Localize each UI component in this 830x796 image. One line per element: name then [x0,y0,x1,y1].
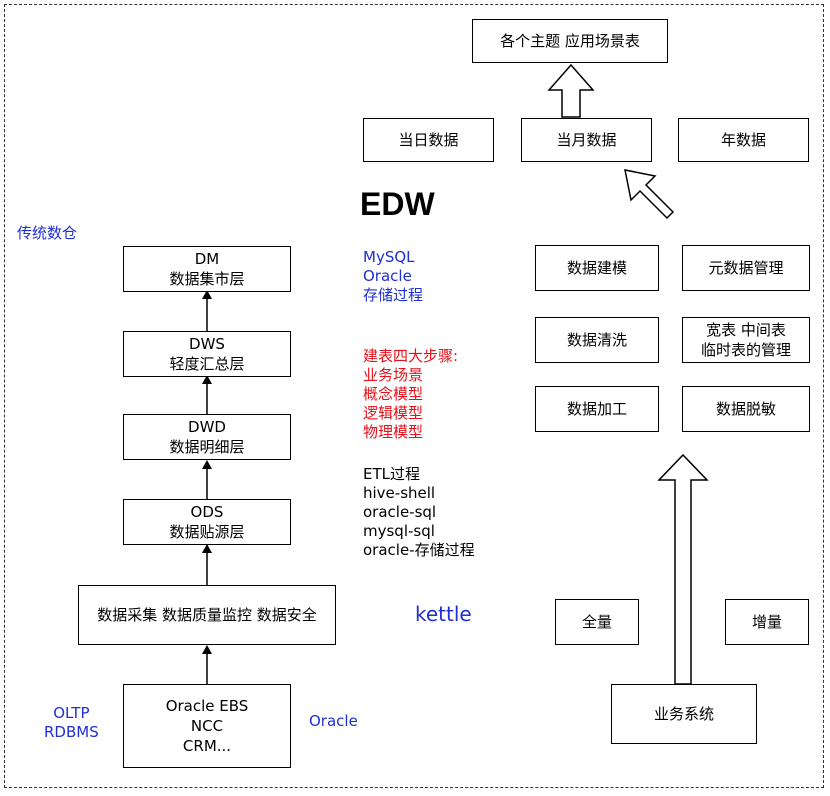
table-mgmt-label: 宽表 中间表 临时表的管理 [700,321,791,359]
layer-dwd-abbr: DWD [188,418,226,436]
edw-title: EDW [360,186,435,222]
business-system-box: 业务系统 [611,684,757,744]
arrow-ods-to-dwd [202,460,212,499]
step-physical-model: 物理模型 [363,423,424,441]
etl-list: ETL过程 hive-shell oracle-sql mysql-sql or… [363,465,475,560]
data-collection-label: 数据采集 数据质量监控 数据安全 [97,606,317,624]
etl-hive-shell: hive-shell [363,484,436,502]
data-modeling-box: 数据建模 [535,245,659,291]
monthly-data-label: 当月数据 [556,131,617,149]
yearly-data-box: 年数据 [678,118,809,162]
db-list: MySQL Oracle 存储过程 [363,248,423,305]
full-load-box: 全量 [555,599,639,645]
db-mysql: MySQL [363,248,415,266]
layer-ods-abbr: ODS [190,503,224,521]
block-arrow-tall [657,453,709,685]
source-systems-box: Oracle EBS NCC CRM... [123,684,291,768]
layer-ods-name: 数据贴源层 [169,523,245,541]
data-cleansing-box: 数据清洗 [535,317,659,363]
layer-dm-name: 数据集市层 [169,270,245,288]
kettle-label: kettle [415,602,472,626]
rdbms-label: RDBMS [44,723,99,741]
data-processing-label: 数据加工 [566,400,627,418]
step-conceptual-model: 概念模型 [363,385,424,403]
source-ncc: NCC [190,717,224,735]
table-mgmt-box: 宽表 中间表 临时表的管理 [682,317,810,363]
incremental-load-label: 增量 [751,613,782,631]
arrow-collect-to-ods [202,544,212,585]
data-cleansing-label: 数据清洗 [566,331,627,349]
oltp-rdbms-label: OLTP RDBMS [44,704,99,742]
data-masking-box: 数据脱敏 [682,386,810,432]
data-collection-box: 数据采集 数据质量监控 数据安全 [78,585,336,645]
oracle-source-label: Oracle [309,712,358,730]
etl-oracle-procedure: oracle-存储过程 [363,541,475,559]
incremental-load-box: 增量 [725,599,809,645]
db-oracle: Oracle [363,267,412,285]
metadata-mgmt-label: 元数据管理 [708,259,784,277]
arrow-source-to-collect [202,645,212,684]
layer-dwd-name: 数据明细层 [169,438,245,456]
arrow-dws-to-dm [202,290,212,331]
monthly-data-box: 当月数据 [521,118,652,162]
arrow-dwd-to-dws [202,375,212,414]
layer-dm: DM 数据集市层 [123,246,291,292]
metadata-mgmt-box: 元数据管理 [682,245,810,291]
layer-ods: ODS 数据贴源层 [123,499,291,545]
oltp-label: OLTP [53,704,90,722]
etl-mysql-sql: mysql-sql [363,522,435,540]
full-load-label: 全量 [581,613,612,631]
data-processing-box: 数据加工 [535,386,659,432]
daily-data-label: 当日数据 [398,131,459,149]
layer-dws-name: 轻度汇总层 [169,355,245,373]
source-crm: CRM... [182,737,232,755]
business-system-label: 业务系统 [653,705,714,723]
layer-dm-abbr: DM [194,250,220,268]
modeling-steps: 建表四大步骤: 业务场景 概念模型 逻辑模型 物理模型 [363,347,458,442]
etl-oracle-sql: oracle-sql [363,503,437,521]
etl-title: ETL过程 [363,465,420,483]
layer-dws-abbr: DWS [189,335,225,353]
daily-data-box: 当日数据 [363,118,494,162]
layer-dwd: DWD 数据明细层 [123,414,291,460]
subject-apps-label: 各个主题 应用场景表 [500,32,640,50]
diagram-frame [4,4,824,788]
traditional-dw-label: 传统数仓 [17,224,78,242]
step-business-scenario: 业务场景 [363,366,424,384]
source-oracle-ebs: Oracle EBS [165,697,249,715]
layer-dws: DWS 轻度汇总层 [123,331,291,377]
block-arrow-to-top [547,63,595,118]
subject-apps-box: 各个主题 应用场景表 [472,19,668,63]
db-stored-procedure: 存储过程 [363,286,424,304]
steps-title: 建表四大步骤: [363,347,459,365]
data-masking-label: 数据脱敏 [715,400,776,418]
data-modeling-label: 数据建模 [566,259,627,277]
step-logical-model: 逻辑模型 [363,404,424,422]
block-arrow-diagonal [624,169,675,220]
yearly-data-label: 年数据 [720,131,766,149]
